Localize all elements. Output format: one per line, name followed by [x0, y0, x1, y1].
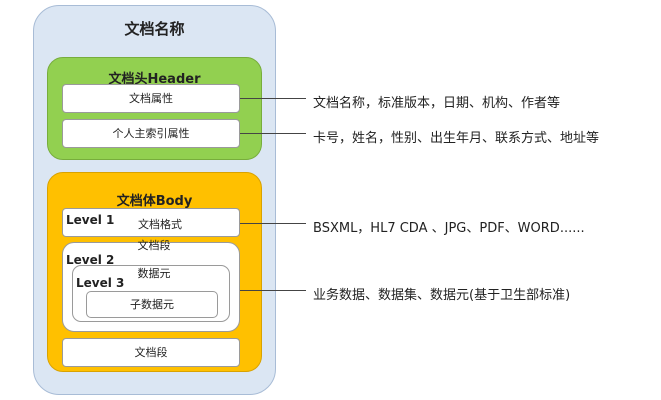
- body-title: 文档体Body: [116, 194, 193, 209]
- document-name: 文档名称: [124, 20, 185, 38]
- document-attributes-box: 文档属性: [62, 84, 240, 113]
- document-format-text: 文档格式: [138, 218, 182, 231]
- level2-label: Level 2: [66, 253, 115, 267]
- patient-index-attributes-box: 个人主索引属性: [62, 119, 240, 148]
- connector-line-2: [240, 133, 306, 134]
- level1-box: [62, 208, 240, 237]
- data-element-text: 数据元: [137, 267, 171, 280]
- connector-line-3: [240, 223, 306, 224]
- document-segment-box: 文档段: [62, 338, 240, 367]
- annotation-document-format: BSXML，HL7 CDA 、JPG、PDF、WORD......: [313, 221, 585, 236]
- level3-label: Level 3: [76, 276, 125, 290]
- level1-label: Level 1: [66, 213, 115, 227]
- annotation-business-data: 业务数据、数据集、数据元(基于卫生部标准): [313, 288, 571, 303]
- connector-line-1: [240, 98, 306, 99]
- connector-line-4: [240, 290, 306, 291]
- annotation-patient-index: 卡号，姓名，性别、出生年月、联系方式、地址等: [313, 131, 600, 146]
- annotation-document-attributes: 文档名称，标准版本，日期、机构、作者等: [313, 96, 561, 111]
- sub-data-element-box: 子数据元: [86, 291, 218, 318]
- header-title: 文档头Header: [108, 72, 201, 87]
- level2-segment-text: 文档段: [137, 239, 171, 252]
